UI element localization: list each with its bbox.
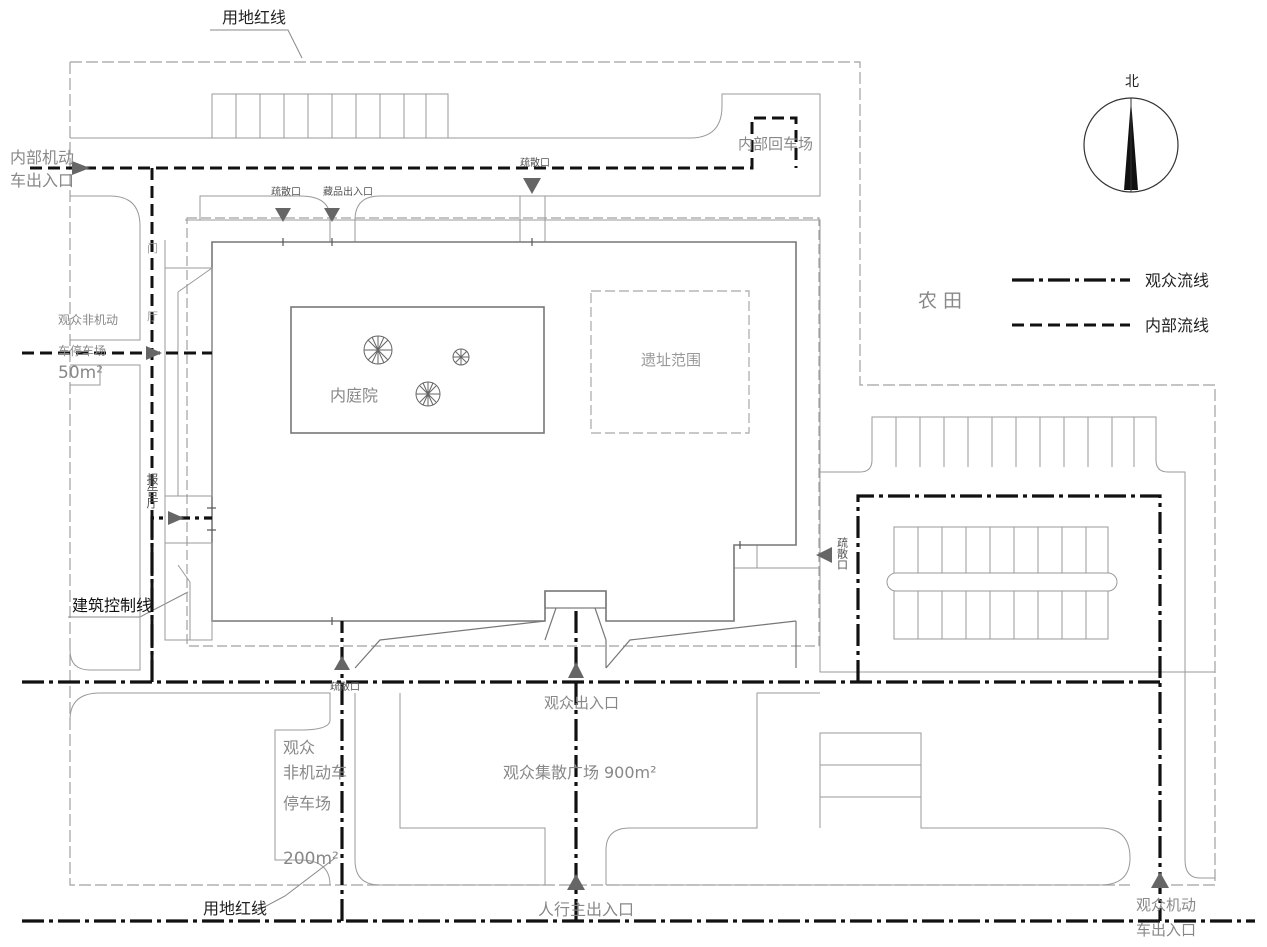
farmland-label: 农 田 xyxy=(918,290,962,312)
bike-parking-bottom-label-2: 非机动车 xyxy=(283,763,347,782)
site-red-line-bottom-label: 用地红线 xyxy=(203,899,267,918)
visitor-vehicle-label-1: 观众机动 xyxy=(1136,896,1196,914)
tree-icon-2 xyxy=(452,348,470,366)
bike-parking-left-label-2: 车停车场 xyxy=(58,343,106,358)
ruins-area-label: 遗址范围 xyxy=(641,351,701,369)
north-label: 北 xyxy=(1125,74,1139,90)
internal-vehicle-exit-label-2: 车出入口 xyxy=(10,171,74,190)
visitor-entrance-label: 观众出入口 xyxy=(544,694,619,712)
bike-parking-bottom-area: 200m² xyxy=(283,849,339,869)
report-hall-label: 报告厅 xyxy=(145,472,159,509)
legend: 观众流线 内部流线 xyxy=(1012,271,1209,335)
arrows xyxy=(72,161,1169,890)
arrow-icon-evac-right xyxy=(816,547,832,563)
main-building xyxy=(211,241,797,622)
visitor-flow-lines xyxy=(22,494,1255,923)
parking-right-top xyxy=(895,417,1135,467)
bike-parking-bottom-label-1: 观众 xyxy=(283,738,315,757)
arrow-icon-vehicle xyxy=(1151,872,1169,888)
internal-turnaround-label: 内部回车场 xyxy=(738,135,813,153)
visitor-vehicle-label-2: 车出入口 xyxy=(1136,921,1196,939)
ruins-boundary xyxy=(590,290,750,434)
pedestrian-entrance-label: 人行主出入口 xyxy=(538,900,634,919)
internal-flow-lines xyxy=(22,116,798,682)
labels: 用地红线 用地红线 北 内部机动 车出入口 内部回车场 疏散口 藏品出入口 疏散… xyxy=(10,8,1196,939)
tree-icon-1 xyxy=(363,335,393,365)
side-text-1: 门 xyxy=(147,241,158,255)
evac-top-label-1: 疏散口 xyxy=(271,185,301,198)
entry-canopy xyxy=(354,590,797,669)
parking-right-inner xyxy=(886,526,1118,640)
evac-bottom-label: 疏散口 xyxy=(330,680,360,693)
site-red-line-top-label: 用地红线 xyxy=(222,8,286,27)
tree-icon-3 xyxy=(415,381,441,407)
evac-top-label-2: 疏散口 xyxy=(520,156,550,169)
arrow-icon-evac-top-1 xyxy=(275,208,291,222)
door-ticks xyxy=(207,238,741,625)
north-arrow-icon xyxy=(1083,97,1179,193)
legend-visitor-label: 观众流线 xyxy=(1145,271,1209,290)
bike-parking-bottom-label-3: 停车场 xyxy=(283,794,331,813)
site-boundary xyxy=(69,61,1216,886)
evac-right-label: 疏散口 xyxy=(836,536,849,570)
arrow-icon-report-hall xyxy=(168,511,184,525)
courtyard xyxy=(290,306,545,434)
internal-vehicle-exit-label-1: 内部机动 xyxy=(10,148,74,167)
courtyard-label: 内庭院 xyxy=(330,386,378,405)
arrow-icon-internal-exit xyxy=(72,161,90,175)
arrow-icon-evac-bottom xyxy=(334,656,350,670)
building-control-line-label: 建筑控制线 xyxy=(72,596,152,615)
bike-parking-left-area: 50m² xyxy=(58,363,103,383)
legend-internal-label: 内部流线 xyxy=(1145,316,1209,335)
arrow-icon-evac-top-2 xyxy=(523,178,541,194)
arrow-icon-collection xyxy=(324,208,340,222)
building-control-line xyxy=(186,217,820,647)
arrow-icon-visitor-entrance xyxy=(568,662,584,678)
plaza-area-label: 900m² xyxy=(604,763,657,782)
side-text-2: 厅 xyxy=(147,310,158,323)
bike-parking-left-label-1: 观众非机动 xyxy=(58,313,118,327)
plaza-label: 观众集散广场 xyxy=(503,763,599,782)
parking-top xyxy=(211,93,449,139)
west-annex xyxy=(164,267,213,641)
arrow-icon-bike-left xyxy=(146,346,162,360)
collection-entrance-label: 藏品出入口 xyxy=(323,185,373,198)
arrow-icon-pedestrian xyxy=(567,874,585,890)
